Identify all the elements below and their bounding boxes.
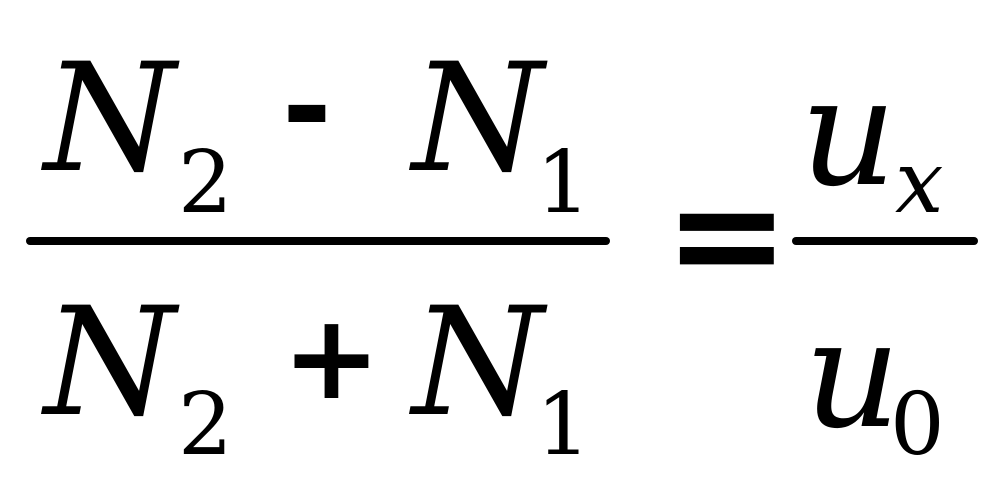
right-numerator-symbol: u [800, 46, 897, 220]
right-fraction-bar [792, 237, 978, 245]
numerator-term1-subscript: 2 [178, 133, 233, 233]
numerator-term1-symbol: N [44, 32, 176, 206]
equals-sign: = [664, 148, 790, 322]
numerator-term2-symbol: N [412, 32, 544, 206]
right-denominator-symbol: u [804, 288, 901, 462]
minus-operator: - [282, 38, 332, 177]
denominator-term1-symbol: N [44, 276, 176, 450]
right-numerator-subscript: x [895, 133, 944, 233]
plus-operator: + [282, 288, 381, 426]
denominator-term2-symbol: N [412, 276, 544, 450]
left-fraction-bar [26, 237, 610, 245]
numerator-term2-subscript: 1 [536, 133, 591, 233]
denominator-term2-subscript: 1 [536, 375, 591, 475]
denominator-term1-subscript: 2 [178, 375, 233, 475]
right-denominator-subscript: 0 [890, 375, 945, 475]
